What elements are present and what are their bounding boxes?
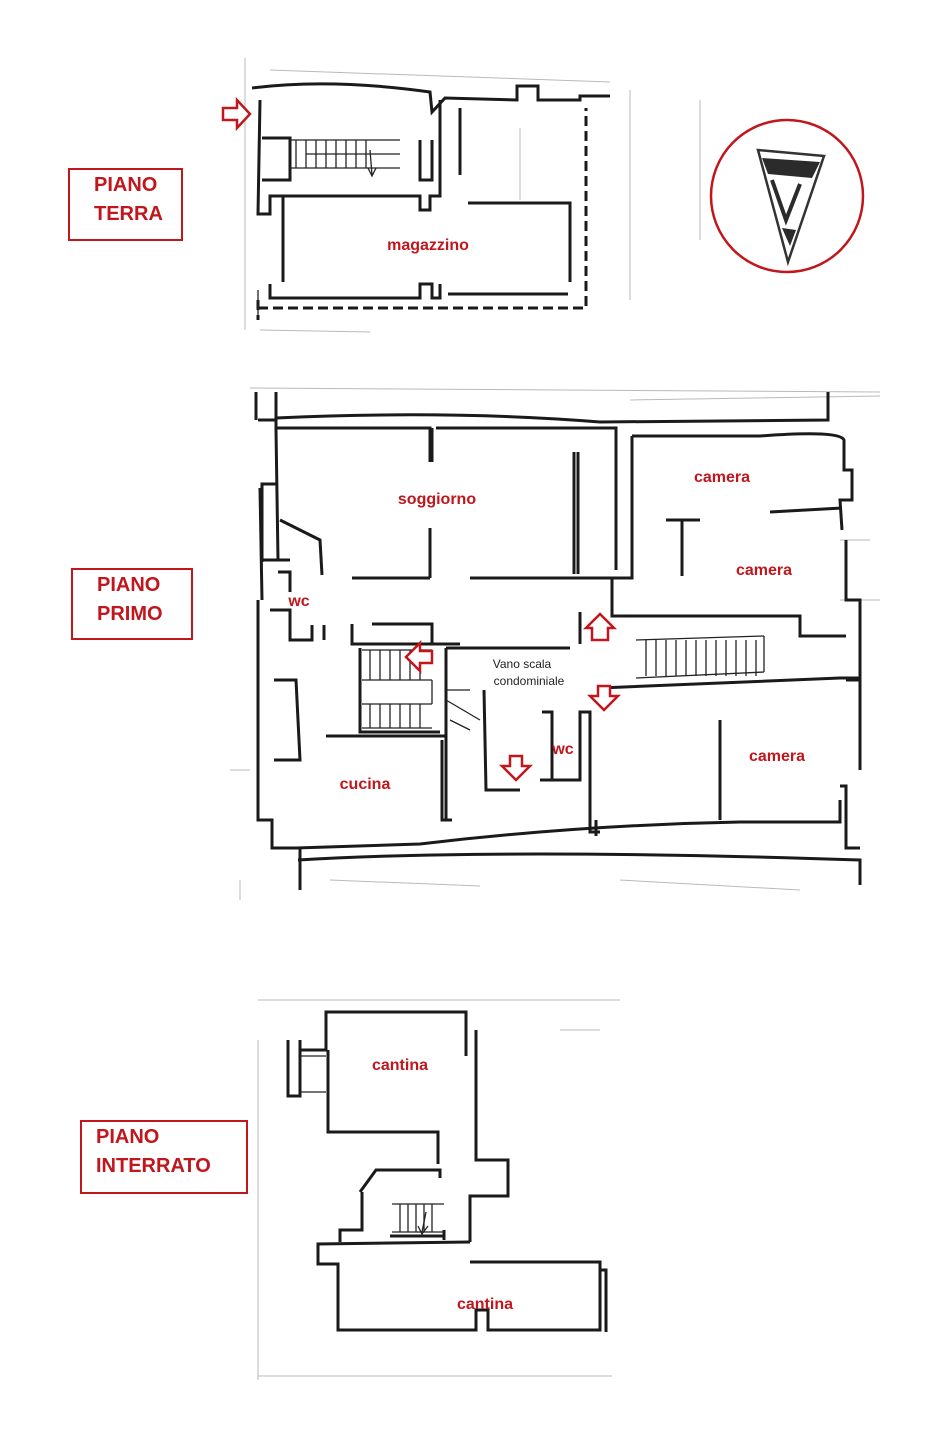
floor-label-basement: PIANO INTERRATO: [80, 1120, 248, 1194]
room-label-vano-scala: Vano scala: [493, 657, 552, 671]
entrance-arrow-icon: [221, 96, 252, 132]
arrow-down-wc-icon: [498, 754, 534, 782]
arrow-up-icon: [582, 612, 618, 642]
room-label-camera-1: camera: [694, 469, 750, 486]
floor-label-first: PIANO PRIMO: [71, 568, 193, 640]
room-label-condominiale: condominiale: [494, 674, 565, 688]
floor-label-ground-line2: TERRA: [94, 203, 163, 225]
room-label-cucina: cucina: [340, 776, 391, 793]
room-label-camera-2: camera: [736, 562, 792, 579]
room-label-wc-1: wc: [287, 593, 309, 610]
floor-label-basement-line1: PIANO: [96, 1126, 160, 1148]
room-label-soggiorno: soggiorno: [398, 491, 476, 508]
arrow-down-icon: [586, 684, 622, 712]
room-label-cantina-2: cantina: [457, 1296, 513, 1313]
basement-floor-plan: cantina cantina: [257, 999, 620, 1380]
agency-logo-icon: [709, 118, 865, 274]
room-label-magazzino: magazzino: [387, 237, 469, 254]
arrow-left-icon: [404, 639, 434, 675]
floor-label-first-line1: PIANO: [97, 574, 161, 596]
first-floor-plan: soggiorno camera camera camera wc wc cuc…: [230, 387, 881, 900]
room-label-camera-3: camera: [749, 748, 805, 765]
first-floor-stairs-left: [362, 649, 481, 731]
ground-floor-plan: magazzino: [221, 58, 701, 333]
floor-label-ground-line1: PIANO: [94, 174, 158, 196]
first-floor-stairs-right: [635, 635, 765, 679]
room-label-wc-2: wc: [551, 741, 573, 758]
floor-label-first-line2: PRIMO: [97, 603, 163, 625]
floor-label-basement-line2: INTERRATO: [96, 1155, 211, 1177]
ground-stairs: [290, 139, 400, 178]
floor-label-ground: PIANO TERRA: [68, 168, 183, 241]
room-label-cantina-1: cantina: [372, 1057, 428, 1074]
basement-stairs: [392, 1203, 444, 1236]
